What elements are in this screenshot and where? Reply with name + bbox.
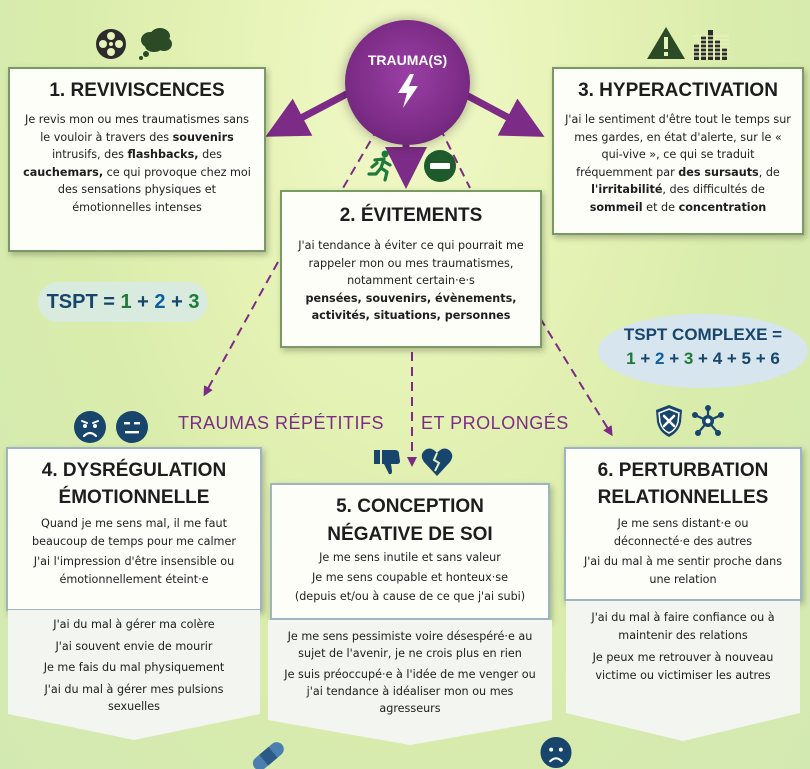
conception-title-1: 5. CONCEPTION bbox=[336, 496, 484, 517]
lightning-icon bbox=[397, 73, 418, 108]
bandage-icon bbox=[252, 742, 284, 769]
dysregulation-line-4: J'ai du mal à gérer mes pulsions sexuell… bbox=[44, 682, 224, 714]
conception-line-2: Je suis préoccupé·e à l'idée de me venge… bbox=[284, 668, 536, 715]
hyperactivation-title: 3. HYPERACTIVATION bbox=[578, 80, 778, 101]
banner-left: TRAUMAS RÉPÉTITIFS bbox=[178, 413, 385, 433]
box-evitements: 2. ÉVITEMENTS J'ai tendance à éviter ce … bbox=[280, 190, 542, 348]
thumbs-down-icon bbox=[374, 450, 400, 475]
dysregulation-p1: Quand je me sens mal, il me faut beaucou… bbox=[32, 517, 236, 548]
network-icon bbox=[692, 405, 724, 436]
worried-face-icon bbox=[540, 736, 572, 769]
trauma-label: TRAUMA(S) bbox=[367, 51, 448, 68]
perturbation-line-1: J'ai du mal à faire confiance ou à maint… bbox=[591, 611, 775, 642]
dashed-line-right-upper bbox=[439, 127, 471, 189]
dysregulation-line-3: Je me fais du mal physiquement bbox=[43, 661, 225, 674]
warning-icon bbox=[647, 27, 685, 59]
perturbation-title-2: RELATIONNELLES bbox=[597, 487, 769, 508]
thought-cloud-icon bbox=[139, 28, 172, 60]
dysregulation-line-1: J'ai du mal à gérer ma colère bbox=[53, 618, 215, 631]
dashed-line-to-perturbation bbox=[539, 317, 613, 437]
hyperactivation-text: J'ai le sentiment d'être tout le temps s… bbox=[565, 113, 791, 214]
perturbation-line-2: Je peux me retrouver à nouveau victime o… bbox=[592, 651, 774, 682]
trauma-circle: TRAUMA(S) bbox=[345, 20, 470, 145]
tspt-complexe-formula: TSPT COMPLEXE = 1 + 2 + 3 + 4 + 5 + 6 bbox=[598, 314, 808, 388]
dysregulation-p2: J'ai l'impression d'être insensible ou é… bbox=[33, 555, 235, 586]
reviviscences-title: 1. REVIVISCENCES bbox=[49, 80, 225, 101]
box-reviviscences: 1. REVIVISCENCES Je revis mon ou mes tra… bbox=[8, 67, 266, 252]
tspt-formula: TSPT = 1 + 2 + 3 bbox=[38, 282, 208, 322]
dysregulation-title-2: ÉMOTIONNELLE bbox=[58, 487, 210, 508]
box-conception: 5. CONCEPTION NÉGATIVE DE SOI Je me sens… bbox=[270, 483, 550, 620]
reviviscences-text: Je revis mon ou mes traumatismes sans le… bbox=[23, 113, 251, 214]
film-reel-icon bbox=[96, 29, 126, 59]
running-person-icon bbox=[367, 150, 392, 182]
dysregulation-line-2: J'ai souvent envie de mourir bbox=[55, 639, 213, 653]
perturbation-p2: J'ai du mal à me sentir proche dans une … bbox=[583, 555, 783, 586]
neutral-face-icon bbox=[116, 411, 148, 443]
no-entry-icon bbox=[424, 150, 456, 182]
conception-line-1: Je me sens pessimiste voire désespéré·e … bbox=[287, 630, 533, 660]
conception-title-2: NÉGATIVE DE SOI bbox=[327, 524, 493, 545]
dashed-line-to-dysregulation bbox=[203, 261, 279, 397]
dysregulation-title-1: 4. DYSRÉGULATION bbox=[41, 460, 227, 481]
conception-p2: Je me sens coupable et honteux·se bbox=[311, 570, 509, 584]
broken-heart-icon bbox=[421, 448, 453, 476]
shield-x-icon bbox=[656, 405, 682, 437]
evitements-title: 2. ÉVITEMENTS bbox=[339, 205, 483, 226]
equalizer-icon bbox=[693, 30, 729, 60]
banner-right: ET PROLONGÉS bbox=[421, 413, 569, 433]
perturbation-p1: Je me sens distant·e ou déconnecté·e des… bbox=[613, 517, 753, 548]
box-dysregulation: 4. DYSRÉGULATION ÉMOTIONNELLE Quand je m… bbox=[6, 447, 262, 611]
box-perturbation: 6. PERTURBATION RELATIONNELLES Je me sen… bbox=[564, 447, 802, 601]
box-hyperactivation: 3. HYPERACTIVATION J'ai le sentiment d'ê… bbox=[552, 67, 804, 235]
dashed-line-left-upper bbox=[342, 127, 379, 189]
conception-panel: Je me sens pessimiste voire désespéré·e … bbox=[268, 620, 552, 745]
perturbation-title-1: 6. PERTURBATION bbox=[597, 460, 769, 481]
perturbation-panel: J'ai du mal à faire confiance ou à maint… bbox=[566, 601, 800, 741]
conception-p3: (depuis et/ou à cause de ce que j'ai sub… bbox=[294, 590, 526, 603]
evitements-text: J'ai tendance à éviter ce qui pourrait m… bbox=[298, 239, 524, 322]
conception-p1: Je me sens inutile et sans valeur bbox=[319, 551, 501, 564]
dysregulation-panel: J'ai du mal à gérer ma colère J'ai souve… bbox=[8, 610, 260, 740]
sad-face-icon bbox=[74, 411, 106, 443]
